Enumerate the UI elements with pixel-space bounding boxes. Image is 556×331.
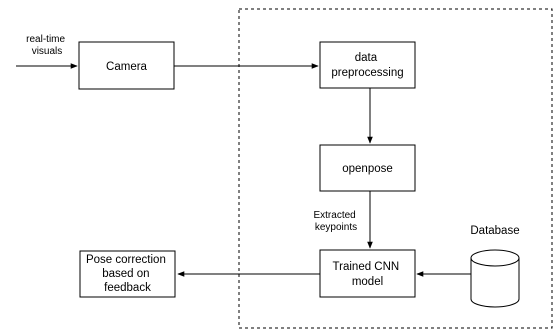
preprocessing-node: data preprocessing <box>319 41 416 89</box>
cnn-node: Trained CNN model <box>319 249 416 298</box>
output-label: feedback <box>104 282 151 294</box>
database-label: Database <box>470 225 519 237</box>
edge-label-line: Extracted <box>313 210 355 221</box>
svg-text:openpose: openpose <box>342 163 393 175</box>
preprocessing-label: data <box>355 52 378 64</box>
output-label: Pose correction <box>86 254 166 266</box>
camera-node: Camera <box>78 41 175 90</box>
svg-text:Database: Database <box>470 225 519 237</box>
svg-text:Trained CNN model: Trained CNN model <box>333 261 403 288</box>
openpose-label: openpose <box>342 163 393 175</box>
input-label-line: visuals <box>32 46 63 57</box>
input-label-line: real-time <box>26 34 65 45</box>
cnn-label: Trained CNN <box>333 261 400 273</box>
output-label: based on <box>102 268 149 280</box>
system-boundary <box>238 8 553 329</box>
output-node: Pose correction based on feedback <box>79 250 176 298</box>
input-label: real-time visuals <box>26 34 68 57</box>
edge-label-line: keypoints <box>315 222 357 233</box>
camera-label: Camera <box>106 61 148 73</box>
edge-label-keypoints: Extracted keypoints <box>313 210 358 233</box>
preprocessing-label: preprocessing <box>331 67 403 79</box>
openpose-node: openpose <box>319 144 416 192</box>
svg-text:Pose correction based on: Pose correction based on feedback <box>86 254 169 294</box>
svg-text:Camera: Camera <box>106 61 148 73</box>
svg-text:data preprocessing: data preprocessing <box>331 52 403 79</box>
database-node: Database <box>470 225 520 308</box>
cnn-label: model <box>352 276 383 288</box>
